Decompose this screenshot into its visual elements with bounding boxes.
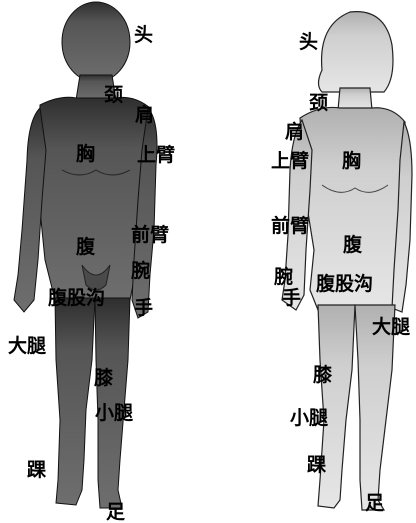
female-label-forearm: 前臂	[271, 217, 309, 236]
female-label-head: 头	[299, 33, 318, 52]
male-label-shoulder: 肩	[135, 106, 154, 125]
female-label-abdomen: 腹	[343, 236, 362, 255]
female-hair-shape	[319, 12, 394, 92]
female-label-chest: 胸	[342, 152, 361, 171]
female-label-foot: 足	[365, 494, 384, 513]
male-label-groin: 腹股沟	[48, 289, 105, 308]
female-label-wrist: 腕	[274, 268, 293, 287]
female-figure	[282, 12, 412, 510]
male-label-knee: 膝	[94, 369, 113, 388]
female-label-knee: 膝	[313, 366, 332, 385]
male-left-arm-shape	[14, 108, 46, 312]
male-label-forearm: 前臂	[131, 226, 169, 245]
female-label-upper-arm: 上臂	[271, 152, 309, 171]
male-label-upper-arm: 上臂	[137, 146, 175, 165]
male-head-shape	[62, 2, 130, 82]
male-label-abdomen: 腹	[76, 238, 95, 257]
male-label-calf: 小腿	[95, 404, 133, 423]
male-left-leg-shape	[55, 298, 95, 505]
female-label-calf: 小腿	[290, 409, 328, 428]
female-neck-shape	[338, 88, 372, 110]
female-label-thigh: 大腿	[372, 318, 410, 337]
female-label-groin: 腹股沟	[316, 275, 373, 294]
male-label-ankle: 踝	[27, 461, 46, 480]
male-label-hand: 手	[134, 299, 153, 318]
male-label-head: 头	[134, 26, 153, 45]
male-label-chest: 胸	[76, 145, 95, 164]
male-label-thigh: 大腿	[8, 337, 46, 356]
female-label-neck: 颈	[309, 94, 328, 113]
male-label-wrist: 腕	[131, 262, 150, 281]
male-label-neck: 颈	[104, 86, 123, 105]
female-label-ankle: 踝	[307, 456, 326, 475]
male-label-foot: 足	[106, 503, 125, 522]
female-label-shoulder: 肩	[285, 123, 304, 142]
female-label-hand: 手	[282, 289, 301, 308]
